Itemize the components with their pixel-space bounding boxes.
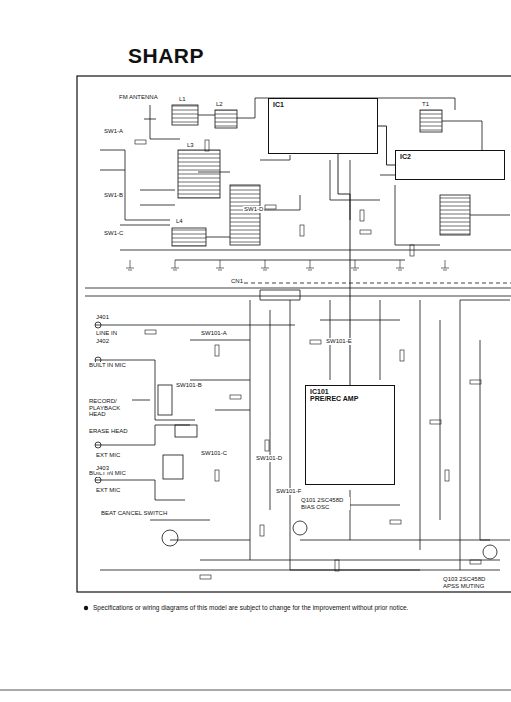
switch-label: BEAT CANCEL SWITCH	[100, 510, 168, 517]
jack-label: LINE IN	[95, 330, 118, 337]
brand-title: SHARP	[128, 44, 204, 68]
jack-label: J403	[95, 465, 110, 472]
page-edge-line	[0, 690, 511, 691]
wire-group	[77, 76, 511, 592]
jack-label: J402	[95, 338, 110, 345]
signal-wire	[338, 154, 350, 385]
ground-symbol	[216, 260, 224, 270]
resistor-symbol	[335, 560, 339, 571]
resistor-symbol	[265, 440, 269, 451]
resistor-symbol	[360, 230, 371, 234]
switch-label: SW101-C	[200, 450, 228, 457]
switch-label: SW101-F	[275, 488, 302, 495]
coil-label: L2	[215, 101, 224, 108]
ground-symbol	[396, 260, 404, 270]
ic-block: IC101PRE/REC AMP	[305, 385, 395, 485]
resistor-symbol	[135, 140, 146, 144]
switch-label: SW101-A	[200, 330, 228, 337]
block-name: PRE/REC AMP	[310, 395, 390, 402]
bullet	[84, 606, 88, 610]
transistor-label: Q101 2SC458D BIAS OSC	[300, 497, 350, 510]
coil-label: L3	[186, 142, 195, 149]
jack-label: J401	[95, 314, 110, 321]
transformer-label: T1	[421, 101, 430, 108]
resistor-symbol	[410, 245, 414, 256]
jack-label: BUILT IN MIC	[88, 362, 127, 369]
resistor-symbol	[360, 210, 364, 221]
resistor-symbol	[215, 345, 219, 356]
ground-symbol	[126, 260, 134, 270]
jack-label: EXT MIC	[95, 487, 121, 494]
ic-block: IC1	[268, 98, 378, 154]
ground-symbol	[306, 260, 314, 270]
resistor-symbol	[215, 470, 219, 481]
antenna-label: FM ANTENNA	[118, 94, 159, 101]
component-symbols	[126, 140, 481, 579]
switch-label: SW1-D	[243, 206, 264, 213]
ground-symbol	[351, 260, 359, 270]
ic-label: IC101	[310, 388, 390, 395]
signal-wire	[378, 126, 395, 165]
coil-label: L1	[178, 96, 187, 103]
ic-label: IC2	[400, 153, 500, 160]
resistor-symbol	[145, 330, 156, 334]
resistor-symbol	[230, 395, 241, 399]
resistor-symbol	[200, 575, 211, 579]
resistor-symbol	[400, 350, 404, 361]
ground-symbol	[261, 260, 269, 270]
resistor-symbol	[470, 560, 481, 564]
resistor-symbol	[430, 420, 441, 424]
resistor-symbol	[470, 380, 481, 384]
head-label: RECORD/ PLAYBACK HEAD	[88, 398, 132, 418]
resistor-symbol	[265, 205, 276, 209]
jack-label: EXT MIC	[95, 452, 121, 459]
ic-block: IC2	[395, 150, 505, 180]
frame	[77, 76, 511, 592]
resistor-symbol	[205, 140, 209, 151]
connector-label: CN1	[230, 278, 244, 285]
resistor-symbol	[260, 525, 264, 536]
ground-symbol	[171, 260, 179, 270]
head-label: ERASE HEAD	[88, 428, 129, 435]
ic-label: IC1	[273, 101, 373, 108]
switch-label: SW101-D	[255, 455, 283, 462]
footnote: Specifications or wiring diagrams of thi…	[93, 604, 408, 611]
switch-label: SW101-B	[175, 382, 203, 389]
resistor-symbol	[445, 470, 449, 481]
resistor-symbol	[300, 225, 304, 236]
coil-label: L4	[175, 218, 184, 225]
transistor-label: Q103 2SC458D APSS MUTING	[442, 576, 492, 589]
switch-label: SW1-B	[103, 192, 124, 199]
resistor-symbol	[310, 340, 321, 344]
ground-symbol	[441, 260, 449, 270]
resistor-symbol	[390, 520, 401, 524]
switch-label: SW101-E	[325, 338, 353, 345]
switch-label: SW1-A	[103, 128, 124, 135]
switch-label: SW1-C	[103, 230, 124, 237]
